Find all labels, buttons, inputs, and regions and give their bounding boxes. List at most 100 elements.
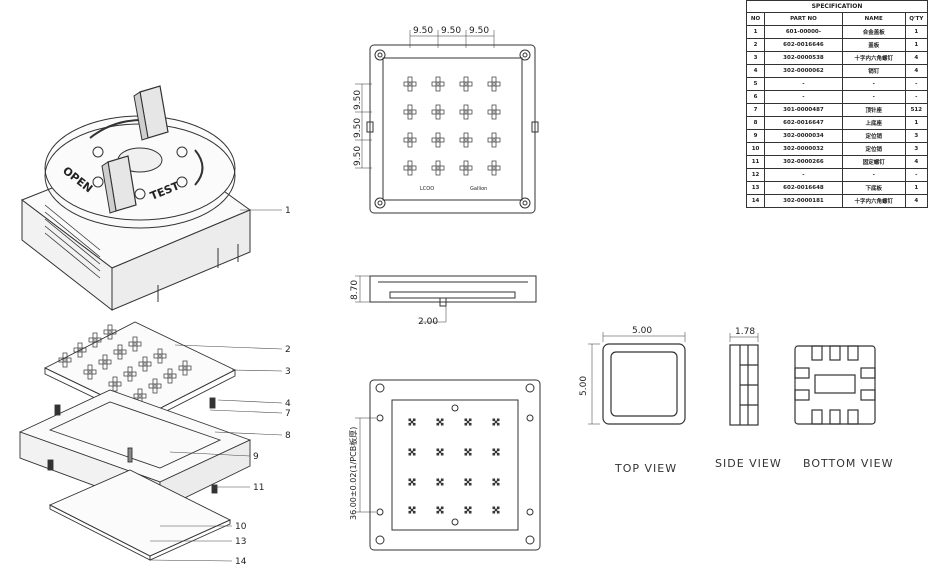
side-dim-2: 9.50 (353, 118, 363, 138)
spec-cell-name: 定位销 (841, 142, 906, 156)
spec-cell-no: 10 (745, 142, 766, 156)
side-section-view (355, 275, 537, 323)
spec-cell-name: 上底座 (841, 116, 906, 130)
spec-cell-part-no: - (764, 168, 843, 182)
spec-cell-no: 3 (745, 51, 766, 65)
callout-8: 8 (285, 431, 291, 441)
callout-9: 9 (253, 452, 259, 462)
callout-11: 11 (253, 483, 264, 493)
spec-cell-name: - (841, 77, 906, 91)
spec-cell-no: 2 (745, 38, 766, 52)
spec-cell-qty: 1 (904, 38, 929, 52)
callout-4: 4 (285, 399, 291, 409)
spec-cell-qty: - (904, 77, 929, 91)
callout-10: 10 (235, 522, 247, 532)
bottom-plate-view (355, 379, 541, 551)
spec-cell-name: 十字内六角螺钉 (841, 51, 906, 65)
spec-cell-part-no: 301-0000487 (764, 103, 843, 117)
top-view-label: TOP VIEW (615, 462, 678, 475)
spec-cell-part-no: 601-00000- (764, 25, 843, 39)
spec-cell-name: 顶针座 (841, 103, 906, 117)
spec-header-qty: Q'TY (904, 12, 929, 26)
spec-cell-part-no: 302-0000538 (764, 51, 843, 65)
spec-cell-no: 12 (745, 168, 766, 182)
chip-bottom-view (794, 345, 876, 425)
spec-cell-qty: 1 (904, 181, 929, 195)
spec-cell-part-no: 302-0000181 (764, 194, 843, 208)
spec-cell-no: 13 (745, 181, 766, 195)
spec-header-part-no: PART NO (764, 12, 843, 26)
spec-cell-part-no: - (764, 90, 843, 104)
top-dim-1: 9.50 (413, 26, 433, 36)
spec-cell-no: 6 (745, 90, 766, 104)
spec-cell-qty: 3 (904, 129, 929, 143)
spec-cell-no: 8 (745, 116, 766, 130)
spec-cell-no: 5 (745, 77, 766, 91)
chip-side-dim: 1.78 (735, 327, 755, 337)
top-dim-3: 9.50 (469, 26, 489, 36)
spec-cell-name: 十字内六角螺钉 (841, 194, 906, 208)
spec-cell-qty: 4 (904, 51, 929, 65)
spec-row: 6--- (745, 90, 929, 104)
callout-2: 2 (285, 345, 291, 355)
spec-cell-part-no: 602-0016646 (764, 38, 843, 52)
side-dim-1: 9.50 (353, 90, 363, 110)
spec-cell-qty: 4 (904, 64, 929, 78)
side-view-label: SIDE VIEW (715, 457, 782, 470)
callout-3: 3 (285, 367, 291, 377)
callout-13: 13 (235, 537, 246, 547)
spec-cell-part-no: 302-0000266 (764, 155, 843, 169)
top-dim-2: 9.50 (441, 26, 461, 36)
spec-cell-qty: 1 (904, 25, 929, 39)
spec-header-name: NAME (841, 12, 906, 26)
spec-cell-name: 固定螺钉 (841, 155, 906, 169)
spec-cell-part-no: 302-0000032 (764, 142, 843, 156)
top-plate-view (355, 30, 539, 214)
bottom-view-label: BOTTOM VIEW (803, 457, 894, 470)
spec-cell-qty: 3 (904, 142, 929, 156)
bottom-plate-dim: 36.00±0.02(1/PCB板厚) (348, 427, 358, 520)
spec-cell-name: - (841, 168, 906, 182)
chip-side-view (729, 333, 759, 426)
spec-row: 5--- (745, 77, 929, 91)
spec-cell-qty: 4 (904, 155, 929, 169)
chip-top-view (588, 332, 686, 425)
spec-cell-name: 定位销 (841, 129, 906, 143)
chip-height-dim: 5.00 (579, 376, 589, 396)
chip-width-dim: 5.00 (632, 326, 652, 336)
side-height-dim: 8.70 (350, 280, 360, 300)
spec-cell-part-no: 302-0000062 (764, 64, 843, 78)
callout-1: 1 (285, 206, 291, 216)
spec-cell-part-no: 602-0016648 (764, 181, 843, 195)
spec-cell-qty: - (904, 90, 929, 104)
plate-label-left: LCOO (420, 186, 434, 192)
callout-lines (149, 209, 283, 562)
spec-cell-no: 7 (745, 103, 766, 117)
assembled-socket (20, 85, 252, 312)
spec-cell-no: 9 (745, 129, 766, 143)
spec-cell-no: 4 (745, 64, 766, 78)
side-pin-dim: 2.00 (418, 317, 438, 327)
spec-cell-qty: 1 (904, 116, 929, 130)
spec-cell-part-no: 602-0016647 (764, 116, 843, 130)
spec-title: SPECIFICATION (746, 0, 928, 12)
spec-cell-no: 1 (745, 25, 766, 39)
spec-cell-name: 盖板 (841, 38, 906, 52)
spec-cell-qty: - (904, 168, 929, 182)
spec-row: 12--- (745, 168, 929, 182)
plate-label-right: Gallion (470, 186, 487, 192)
spec-cell-name: 下底板 (841, 181, 906, 195)
side-dim-3: 9.50 (353, 146, 363, 166)
